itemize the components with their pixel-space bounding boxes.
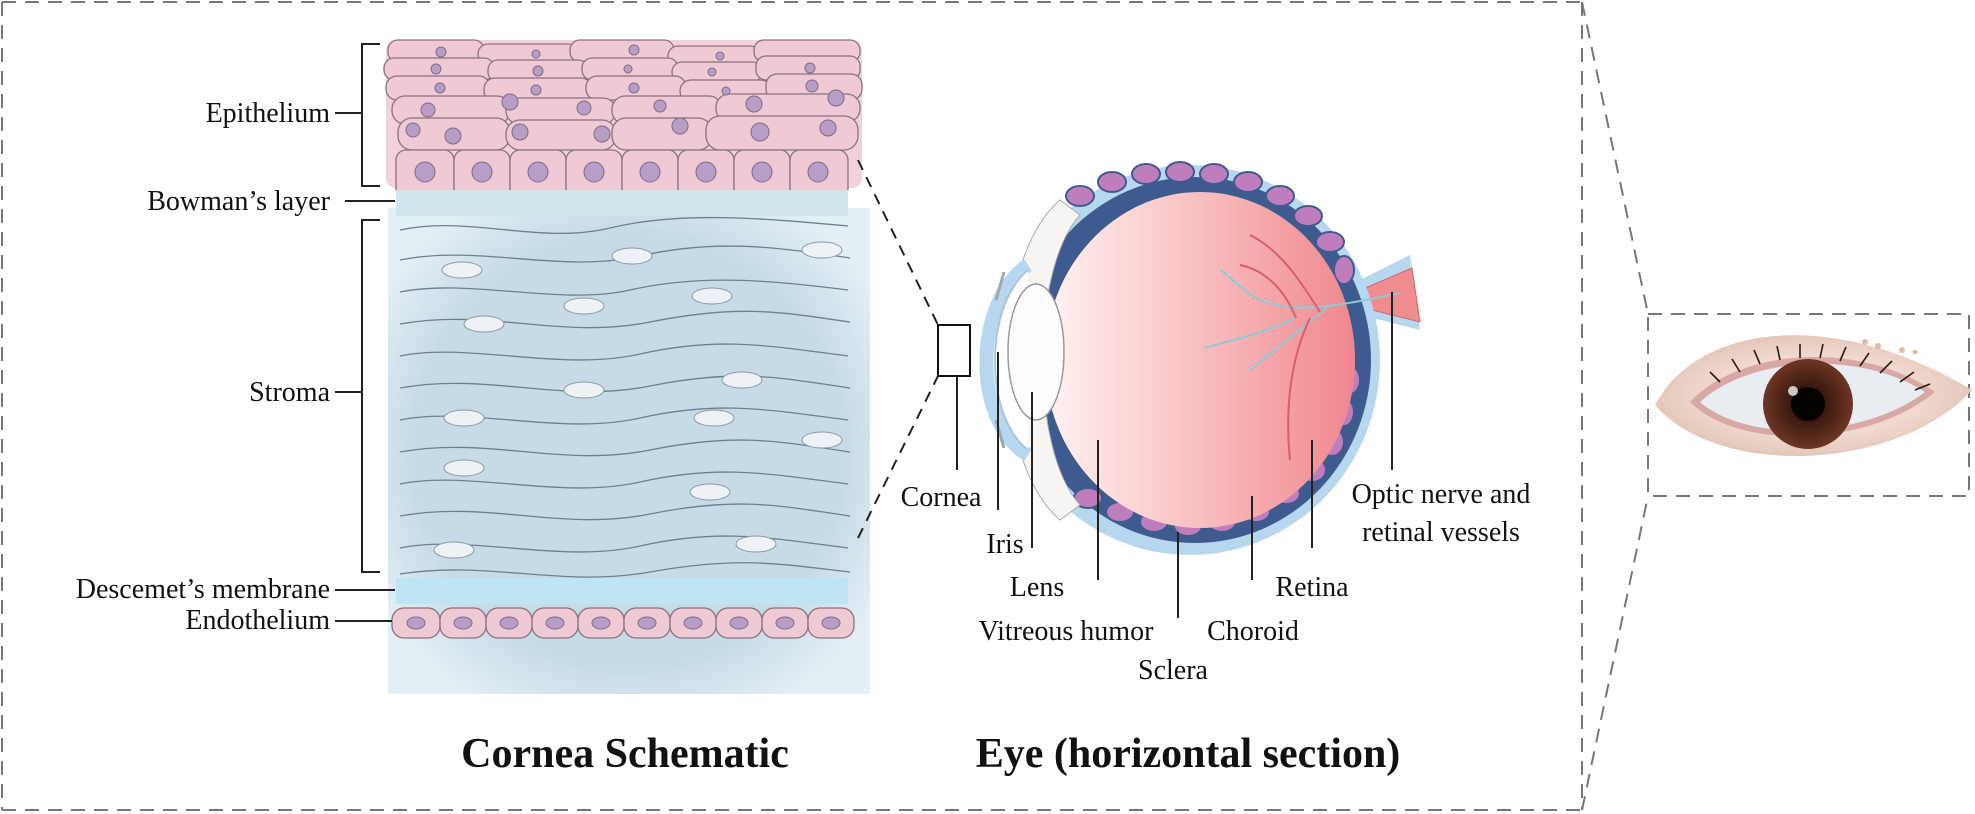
- cornea-highlight-box: [938, 325, 970, 376]
- bowman-layer: [396, 190, 848, 216]
- label-retina: Retina: [1275, 572, 1349, 603]
- label-vitreous: Vitreous humor: [979, 616, 1155, 647]
- title-cornea-schematic: Cornea Schematic: [461, 731, 789, 777]
- lens-shape: [1008, 284, 1064, 420]
- label-optic-line2: retinal vessels: [1362, 517, 1520, 548]
- eye-illustration: [1655, 335, 1972, 456]
- label-optic-line1: Optic nerve and: [1352, 479, 1531, 510]
- label-bowman: Bowman’s layer: [147, 186, 330, 217]
- label-epithelium: Epithelium: [206, 98, 331, 129]
- label-cornea: Cornea: [901, 482, 982, 513]
- epithelium-layer: [384, 40, 862, 198]
- label-iris: Iris: [986, 529, 1023, 560]
- vitreous-body: [1045, 192, 1355, 528]
- label-endothelium: Endothelium: [185, 605, 330, 636]
- eye-section: Cornea Iris Lens Vitreous humor Sclera C…: [901, 162, 1531, 686]
- descemet-layer: [396, 578, 848, 604]
- label-choroid: Choroid: [1207, 616, 1299, 647]
- zoom-lines-to-eye-photo: [1582, 2, 1648, 810]
- cornea-schematic: Epithelium Bowman’s layer Stroma Desceme…: [76, 40, 870, 694]
- label-lens: Lens: [1010, 572, 1064, 603]
- title-eye-section: Eye (horizontal section): [976, 731, 1401, 777]
- label-sclera: Sclera: [1138, 655, 1209, 686]
- label-descemet: Descemet’s membrane: [76, 574, 330, 605]
- eye-highlight: [1788, 386, 1798, 396]
- label-stroma: Stroma: [249, 377, 330, 408]
